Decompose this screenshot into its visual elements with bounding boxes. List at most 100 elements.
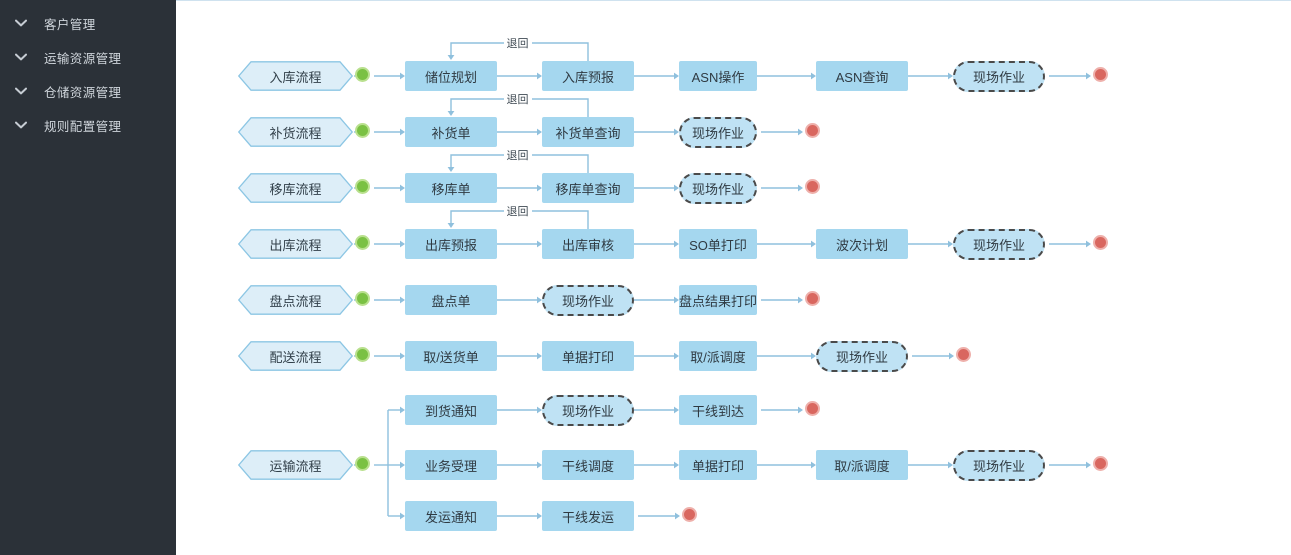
hexagon-shape <box>238 341 353 371</box>
loop-label-return: 退回 <box>503 147 532 163</box>
sidebar-item-label: 运输资源管理 <box>44 51 122 66</box>
start-dot-transfer[interactable] <box>354 178 370 194</box>
lane-label: 入库流程 <box>269 69 322 85</box>
flow-node-process[interactable]: 补货单 <box>405 117 497 147</box>
flow-node-process[interactable]: ASN操作 <box>679 61 757 91</box>
flow-node-process[interactable]: 干线发运 <box>542 501 634 531</box>
start-dot-inbound[interactable] <box>354 66 370 82</box>
chevron-down-icon <box>12 14 30 32</box>
sidebar-item-3[interactable]: 规则配置管理 <box>0 108 176 142</box>
flow-node-field-task[interactable]: 现场作业 <box>953 228 1045 260</box>
flow-node-label: 业务受理 <box>424 458 477 474</box>
lane-label: 出库流程 <box>269 237 322 253</box>
flow-node-label: 现场作业 <box>835 349 888 365</box>
lane-hexagon-outbound[interactable]: 出库流程 <box>238 229 353 259</box>
flow-node-process[interactable]: 盘点单 <box>405 285 497 315</box>
flow-node-label: 到货通知 <box>424 403 477 419</box>
chevron-down-icon <box>12 82 30 100</box>
end-dot-outbound[interactable] <box>1092 234 1108 250</box>
flow-node-label: 发运通知 <box>424 509 477 525</box>
flow-node-field-task[interactable]: 现场作业 <box>679 116 757 148</box>
flow-node-label: 取/送货单 <box>423 349 479 365</box>
end-dot-transport-dispatch[interactable] <box>681 506 697 522</box>
sidebar: 客户管理 运输资源管理 仓储资源管理 规则配置管理 <box>0 0 176 555</box>
lane-hexagon-replenish[interactable]: 补货流程 <box>238 117 353 147</box>
flow-node-label: 现场作业 <box>972 458 1025 474</box>
flow-node-label: 取/派调度 <box>690 349 746 365</box>
chevron-down-icon <box>12 48 30 66</box>
lane-label: 配送流程 <box>269 349 322 365</box>
flow-node-process[interactable]: 取/派调度 <box>679 341 757 371</box>
flow-node-label: 移库单查询 <box>555 181 621 197</box>
flow-node-field-task[interactable]: 现场作业 <box>953 449 1045 481</box>
flow-node-field-task[interactable]: 现场作业 <box>679 172 757 204</box>
flow-node-process[interactable]: 出库审核 <box>542 229 634 259</box>
flow-node-process[interactable]: 储位规划 <box>405 61 497 91</box>
loop-label-return: 退回 <box>503 203 532 219</box>
flow-node-field-task[interactable]: 现场作业 <box>816 340 908 372</box>
flow-node-process[interactable]: 发运通知 <box>405 501 497 531</box>
flow-node-label: ASN操作 <box>691 69 745 85</box>
lane-hexagon-transfer[interactable]: 移库流程 <box>238 173 353 203</box>
end-dot-inbound[interactable] <box>1092 66 1108 82</box>
end-dot-transport-arrival[interactable] <box>804 400 820 416</box>
flow-node-process[interactable]: 入库预报 <box>542 61 634 91</box>
end-dot-delivery[interactable] <box>955 346 971 362</box>
flow-node-process[interactable]: 干线调度 <box>542 450 634 480</box>
end-dot-stocktake[interactable] <box>804 290 820 306</box>
lane-hexagon-delivery[interactable]: 配送流程 <box>238 341 353 371</box>
flow-node-label: ASN查询 <box>835 69 889 85</box>
flow-node-label: 干线发运 <box>561 509 614 525</box>
sidebar-item-0[interactable]: 客户管理 <box>0 6 176 40</box>
end-dot-transport-main[interactable] <box>1092 455 1108 471</box>
lane-label: 盘点流程 <box>269 293 322 309</box>
flow-node-process[interactable]: 补货单查询 <box>542 117 634 147</box>
flow-node-label: 盘点单 <box>431 293 471 309</box>
flow-node-process[interactable]: 出库预报 <box>405 229 497 259</box>
flow-node-process[interactable]: 取/派调度 <box>816 450 908 480</box>
flow-node-process[interactable]: 业务受理 <box>405 450 497 480</box>
sidebar-item-2[interactable]: 仓储资源管理 <box>0 74 176 108</box>
hexagon-shape <box>238 229 353 259</box>
flow-node-process[interactable]: 到货通知 <box>405 395 497 425</box>
flow-node-label: 出库审核 <box>561 237 614 253</box>
start-dot-stocktake[interactable] <box>354 290 370 306</box>
flow-node-process[interactable]: 移库单 <box>405 173 497 203</box>
flow-node-label: 补货单 <box>431 125 471 141</box>
flow-node-field-task[interactable]: 现场作业 <box>542 284 634 316</box>
flow-node-label: 移库单 <box>431 181 471 197</box>
lane-label: 运输流程 <box>269 458 322 474</box>
flow-node-process[interactable]: 波次计划 <box>816 229 908 259</box>
end-dot-transfer[interactable] <box>804 178 820 194</box>
lane-label: 移库流程 <box>269 181 322 197</box>
flow-node-process[interactable]: 盘点结果打印 <box>679 285 757 315</box>
flow-node-label: 干线调度 <box>561 458 614 474</box>
start-dot-transport[interactable] <box>354 455 370 471</box>
loop-label-return: 退回 <box>503 35 532 51</box>
flow-node-process[interactable]: SO单打印 <box>679 229 757 259</box>
flow-node-process[interactable]: 干线到达 <box>679 395 757 425</box>
start-dot-delivery[interactable] <box>354 346 370 362</box>
chevron-down-icon <box>12 116 30 134</box>
flow-node-process[interactable]: 单据打印 <box>679 450 757 480</box>
lane-hexagon-transport[interactable]: 运输流程 <box>238 450 353 480</box>
sidebar-item-1[interactable]: 运输资源管理 <box>0 40 176 74</box>
lane-hexagon-stocktake[interactable]: 盘点流程 <box>238 285 353 315</box>
flow-node-process[interactable]: 取/送货单 <box>405 341 497 371</box>
flow-node-label: SO单打印 <box>689 237 747 253</box>
flow-node-field-task[interactable]: 现场作业 <box>953 60 1045 92</box>
flow-node-label: 现场作业 <box>972 69 1025 85</box>
end-dot-replenish[interactable] <box>804 122 820 138</box>
start-dot-replenish[interactable] <box>354 122 370 138</box>
flow-node-process[interactable]: 移库单查询 <box>542 173 634 203</box>
sidebar-item-label: 客户管理 <box>44 17 96 32</box>
flow-node-label: 干线到达 <box>691 403 744 419</box>
flow-node-process[interactable]: ASN查询 <box>816 61 908 91</box>
flow-node-label: 现场作业 <box>972 237 1025 253</box>
hexagon-shape <box>238 117 353 147</box>
flow-node-field-task[interactable]: 现场作业 <box>542 394 634 426</box>
lane-hexagon-inbound[interactable]: 入库流程 <box>238 61 353 91</box>
flow-node-process[interactable]: 单据打印 <box>542 341 634 371</box>
loop-label-return: 退回 <box>503 91 532 107</box>
start-dot-outbound[interactable] <box>354 234 370 250</box>
